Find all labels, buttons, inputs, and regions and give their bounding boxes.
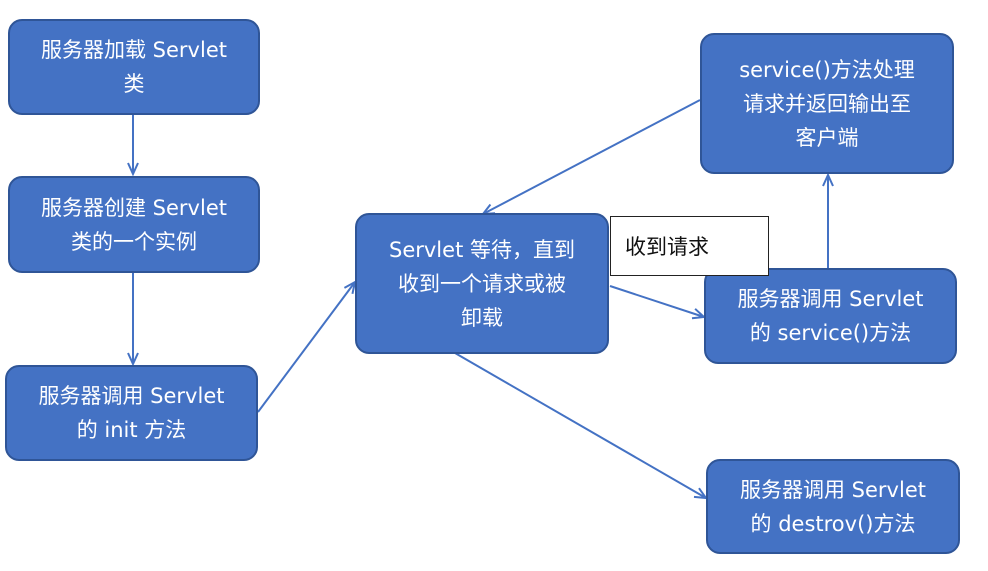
node-create-instance: 服务器创建 Servlet 类的一个实例 bbox=[8, 176, 260, 273]
node-load-class-text: 服务器加载 Servlet 类 bbox=[41, 38, 227, 96]
arrow-process-to-wait bbox=[483, 99, 701, 214]
arrow-init-to-wait bbox=[257, 282, 355, 413]
node-create-instance-text: 服务器创建 Servlet 类的一个实例 bbox=[41, 195, 227, 254]
node-call-destroy: 服务器调用 Servlet 的 destrov()方法 bbox=[706, 459, 960, 554]
node-wait-text: Servlet 等待，直到 收到一个请求或被 卸载 bbox=[389, 237, 575, 330]
node-call-init: 服务器调用 Servlet 的 init 方法 bbox=[5, 365, 258, 461]
node-load-class: 服务器加载 Servlet 类 bbox=[8, 19, 260, 115]
node-call-init-text: 服务器调用 Servlet 的 init 方法 bbox=[38, 384, 225, 442]
node-service-process-text: service()方法处理 请求并返回输出至 客户端 bbox=[739, 57, 915, 150]
arrow-wait-to-destroy bbox=[454, 352, 706, 498]
node-call-destroy-text: 服务器调用 Servlet 的 destrov()方法 bbox=[740, 477, 926, 536]
edge-label-text: 收到请求 bbox=[625, 235, 709, 259]
arrow-wait-to-service bbox=[609, 285, 704, 317]
node-call-service-text: 服务器调用 Servlet 的 service()方法 bbox=[737, 287, 924, 345]
node-service-process: service()方法处理 请求并返回输出至 客户端 bbox=[700, 33, 954, 174]
edge-label-request-received: 收到请求 bbox=[610, 216, 769, 276]
node-wait: Servlet 等待，直到 收到一个请求或被 卸载 bbox=[355, 213, 609, 354]
node-call-service: 服务器调用 Servlet 的 service()方法 bbox=[704, 268, 957, 364]
